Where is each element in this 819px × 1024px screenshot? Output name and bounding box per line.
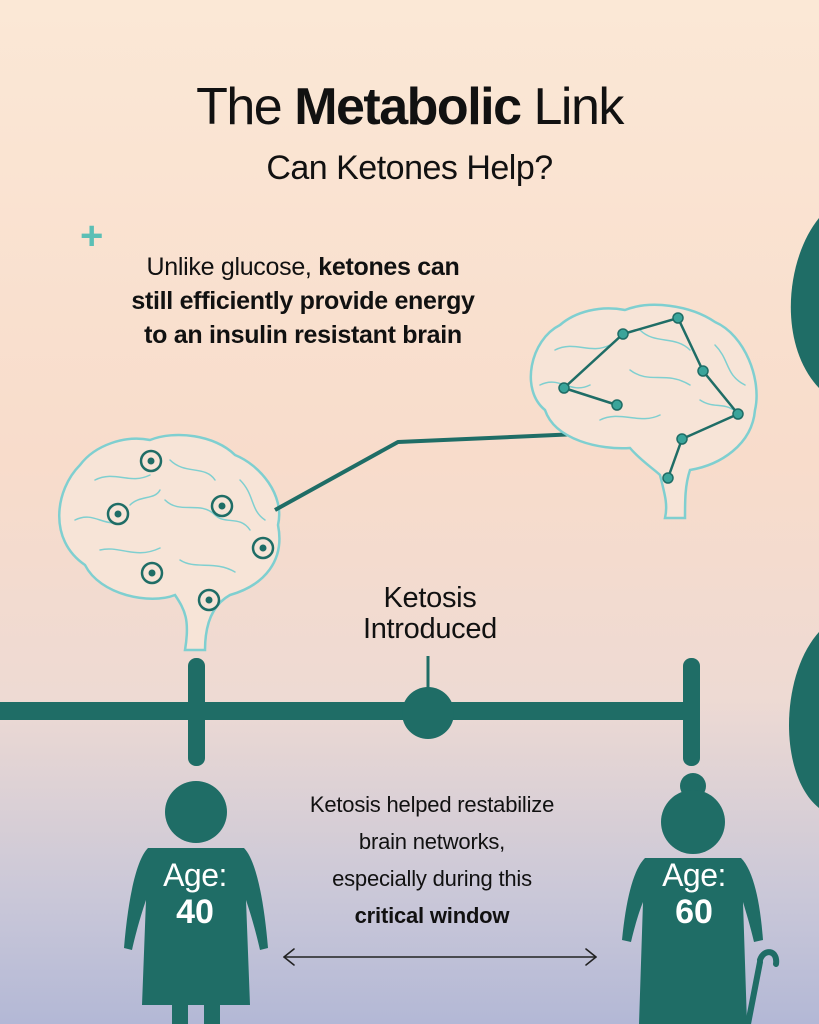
ketosis-label-line1: Ketosis [383, 582, 477, 614]
note-line2: brain networks, [358, 829, 506, 854]
age-badge-40: Age: 40 [130, 858, 260, 932]
brain-icon-left [58, 433, 281, 652]
person-icon-left [124, 781, 268, 1024]
timeline-bar [0, 702, 694, 720]
connector-line [274, 432, 579, 512]
right-blob-bottom [788, 632, 819, 808]
midpoint-marker [402, 687, 454, 739]
timeline-tick-left [188, 658, 205, 766]
claim-text: Unlike glucose, ketones can still effici… [80, 250, 526, 352]
brain-icon-right [529, 303, 758, 520]
note-line1: Ketosis helped restabilize [309, 792, 555, 817]
age-label: Age: [662, 857, 726, 893]
age-value: 60 [675, 893, 713, 931]
age-badge-60: Age: 60 [629, 858, 759, 932]
timeline-tick-right [683, 658, 700, 766]
title-suffix: Link [533, 78, 624, 136]
age-label: Age: [163, 857, 227, 893]
plus-icon: + [80, 214, 104, 258]
claim-line2: still efficiently provide energy [131, 287, 475, 315]
claim-line3: to an insulin resistant brain [144, 321, 462, 349]
claim-line1-light: Unlike glucose, [146, 253, 312, 281]
person-icon-right [622, 773, 780, 1024]
note-line3: especially during this [332, 866, 532, 891]
page-title: The Metabolic Link [0, 76, 819, 138]
claim-line1-bold: ketones can [318, 253, 460, 281]
page-subtitle: Can Ketones Help? [266, 149, 553, 187]
right-blob-top [790, 218, 819, 388]
title-prefix: The [196, 78, 283, 136]
ketosis-label-line2: Introduced [362, 613, 498, 645]
title-bold: Metabolic [294, 78, 522, 136]
timeline-note: Ketosis helped restabilize brain network… [262, 786, 602, 934]
ketosis-introduced-label: Ketosis Introduced [330, 583, 530, 645]
age-value: 40 [176, 893, 214, 931]
timeline [0, 656, 700, 766]
double-arrow-icon [283, 948, 597, 966]
note-line4: critical window [354, 903, 510, 928]
